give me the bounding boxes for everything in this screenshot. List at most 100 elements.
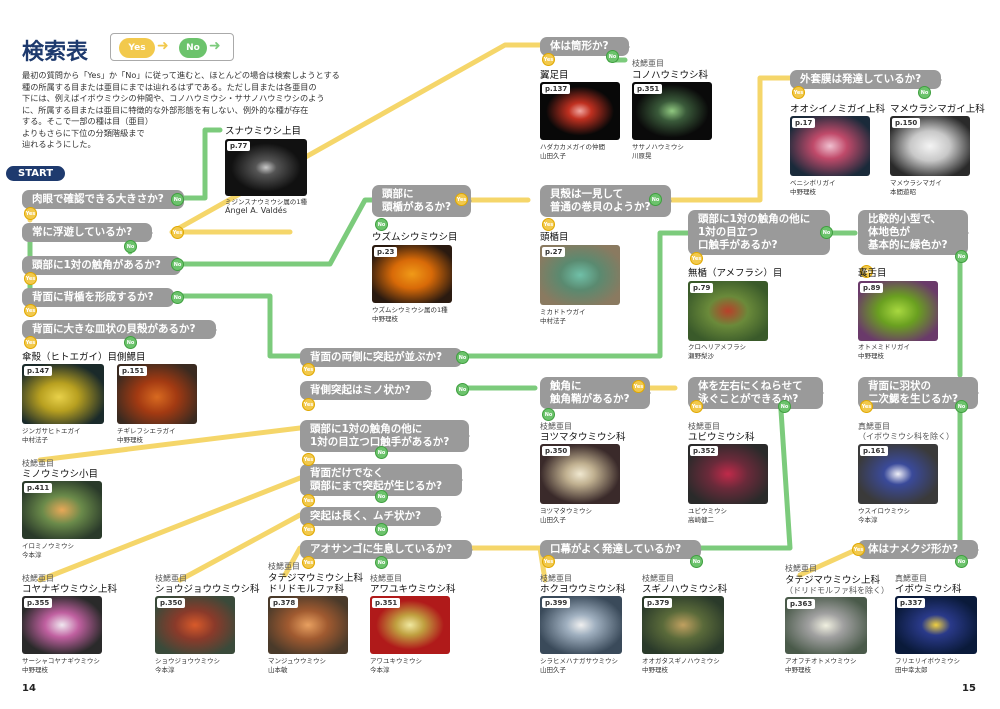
no-bubble: No — [918, 86, 931, 99]
taxon-group: 真鰓亜目 — [858, 422, 890, 431]
yes-bubble: Yes — [24, 304, 37, 317]
no-bubble: No — [124, 240, 137, 253]
taxon-label: オオシイノミガイ上科 — [790, 104, 886, 115]
no-bubble: No — [955, 400, 968, 413]
question-22: 口幕がよく発達しているか? — [540, 540, 703, 559]
yes-bubble: Yes — [302, 398, 315, 411]
species-caption: ウスイロウミウシ — [858, 507, 910, 515]
question-10: 突起は長く、ムチ状か? — [300, 507, 443, 526]
yes-bubble: Yes — [302, 453, 315, 466]
species-photo: p.351 — [370, 596, 450, 654]
photo-credit: 山田久子 — [540, 152, 566, 160]
no-bubble: No — [171, 258, 184, 271]
page-ref: p.150 — [892, 118, 921, 128]
species-photo: p.411 — [22, 481, 102, 539]
no-bubble: No — [542, 408, 555, 421]
species-caption: ヨツマタウミウシ — [540, 507, 592, 515]
taxon-label: 翼足目 — [540, 70, 569, 81]
intro-line: 辿れるようにした。 — [22, 139, 96, 149]
no-bubble: No — [820, 226, 833, 239]
taxon-label: 側鰓目 — [117, 352, 146, 363]
photo-credit: 中野理枝 — [117, 436, 143, 444]
species-photo: p.379 — [642, 596, 724, 654]
taxon-group: 真鰓亜目 — [895, 574, 927, 583]
no-bubble: No — [955, 250, 968, 263]
taxon-group: 枝鰓亜目 — [540, 422, 572, 431]
question-3: 頭部に1対の触角があるか? — [22, 256, 182, 275]
photo-credit: 山本敏 — [268, 666, 288, 674]
photo-credit: 高崎健二 — [688, 516, 714, 524]
taxon-label: スナウミウシ上目 — [225, 126, 302, 137]
species-caption: ミカドトウガイ — [540, 308, 586, 316]
no-bubble: No — [171, 291, 184, 304]
taxon-group: 枝鰓亜目 — [642, 574, 674, 583]
question-4: 背面に背楯を形成するか? — [22, 288, 175, 307]
species-photo: p.151 — [117, 364, 197, 424]
page-ref: p.350 — [542, 446, 571, 456]
taxon-label: ドリドモルファ科 — [268, 584, 345, 595]
page-title: 検索表 — [22, 40, 89, 65]
yes-bubble: Yes — [690, 252, 703, 265]
no-bubble: No — [124, 336, 137, 349]
taxon-label: ショウジョウウミウシ科 — [155, 584, 260, 595]
species-photo: p.17 — [790, 116, 870, 176]
species-photo: p.355 — [22, 596, 102, 654]
species-photo: p.351 — [632, 82, 712, 140]
intro-line: する。そこで一部の種は目（亜目） — [22, 116, 154, 126]
species-caption: ミジンスナウミウシ属の1種 — [225, 198, 308, 206]
intro-line: 下には、例えばイボウミウシの仲間や、コノハウミウシ・ササノハウミウシのよう — [22, 93, 325, 103]
question-21: 体はナメクジ形か? — [858, 540, 980, 559]
taxon-label: 頭楯目 — [540, 232, 569, 243]
yes-bubble: Yes — [24, 336, 37, 349]
photo-credit: 今本淳 — [155, 666, 175, 674]
taxon-group: 枝鰓亜目 — [155, 574, 187, 583]
species-photo: p.352 — [688, 444, 768, 504]
yes-bubble: Yes — [860, 400, 873, 413]
species-caption: オトメミドリガイ — [858, 343, 910, 351]
species-caption: イロミノウミウシ — [22, 542, 74, 550]
species-photo: p.399 — [540, 596, 622, 654]
question-18: 触角に 触角鞘があるか? — [540, 377, 651, 409]
photo-credit: 本間遊昭 — [890, 188, 916, 196]
page-ref: p.350 — [157, 598, 186, 608]
question-14: 貝殻は一見して 普通の巻貝のようか? — [540, 185, 672, 217]
page-ref: p.137 — [542, 84, 571, 94]
photo-credit: 山田久子 — [540, 666, 566, 674]
species-photo: p.89 — [858, 281, 938, 341]
page-ref: p.151 — [119, 366, 148, 376]
no-bubble: No — [456, 351, 469, 364]
species-caption: アオフチオトメウミウシ — [785, 657, 857, 665]
taxon-subgroup: タテジマウミウシ上科 — [268, 573, 364, 584]
yes-bubble: Yes — [302, 523, 315, 536]
photo-credit: 中村法子 — [22, 436, 48, 444]
photo-credit: 田中幸太郎 — [895, 666, 928, 674]
page-ref: p.355 — [24, 598, 53, 608]
species-caption: サーシャコヤナギウミウシ — [22, 657, 100, 665]
photo-credit: 山田久子 — [540, 516, 566, 524]
photo-credit: 中野理枝 — [858, 352, 884, 360]
start-label: START — [6, 166, 66, 181]
species-caption: ハダカカメガイの仲間 — [540, 143, 605, 151]
yes-bubble: Yes — [24, 207, 37, 220]
species-photo: p.161 — [858, 444, 938, 504]
species-caption: ウズムシウミウシ属の1種 — [372, 306, 448, 314]
taxon-label: ウズムシウミウシ目 — [372, 232, 458, 243]
yes-bubble: Yes — [792, 86, 805, 99]
no-bubble: No — [690, 555, 703, 568]
photo-credit: 中野理枝 — [790, 188, 816, 196]
question-7: 背側突起はミノ状か? — [300, 381, 432, 400]
page-ref: p.351 — [634, 84, 663, 94]
photo-credit: 中村法子 — [540, 317, 566, 325]
question-13: 体は筒形か? — [540, 37, 630, 56]
question-2: 常に浮遊しているか? — [22, 223, 154, 242]
no-bubble: No — [375, 490, 388, 503]
yes-bubble: Yes — [632, 380, 645, 393]
photo-credit: 瀬野梨沙 — [688, 352, 714, 360]
species-caption: ベニシボリガイ — [790, 179, 836, 187]
page-ref: p.399 — [542, 598, 571, 608]
species-caption: シラヒメハナガサウミウシ — [540, 657, 618, 665]
page-ref: p.79 — [690, 283, 714, 293]
species-caption: チギレフシエラガイ — [117, 427, 176, 435]
yes-bubble: Yes — [542, 53, 555, 66]
photo-credit: 今本淳 — [370, 666, 390, 674]
